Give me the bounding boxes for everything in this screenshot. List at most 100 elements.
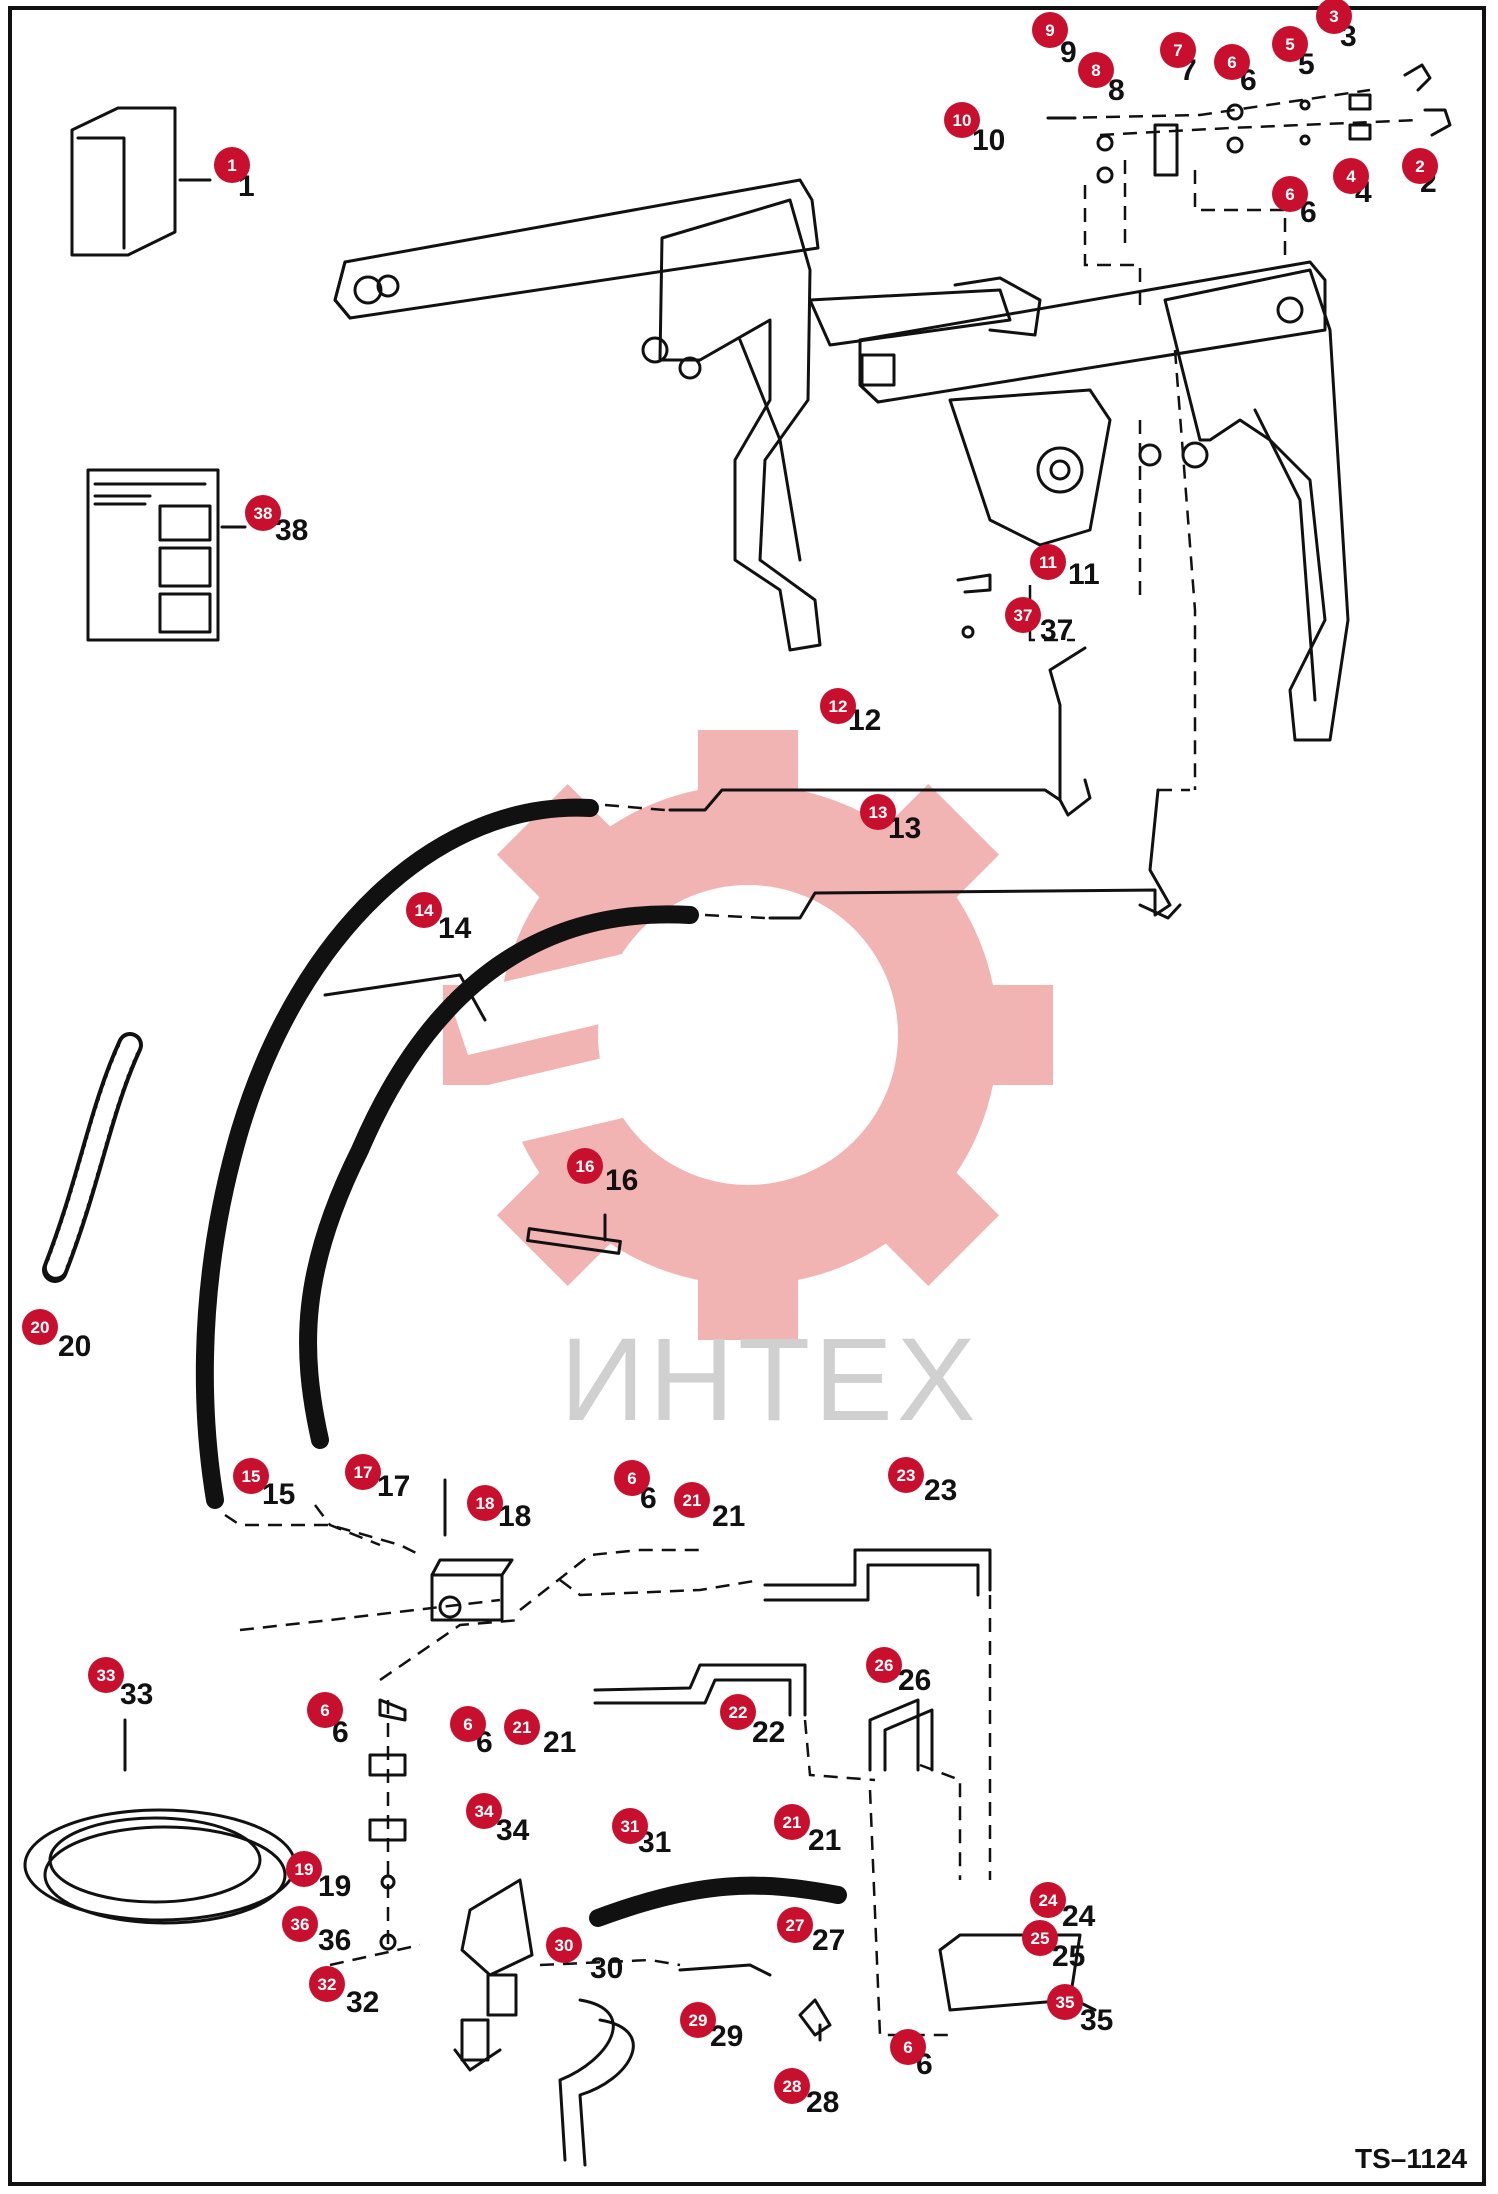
callout-badge-circle [888,1457,924,1493]
callout-4: 44 [1333,158,1372,209]
callout-badge-number: 15 [242,1467,261,1486]
drawing-frame [8,6,1486,2186]
callout-badge-number: 4 [1346,167,1356,186]
callout-badge-circle [866,1647,902,1683]
callout-badge-number: 10 [953,111,972,130]
callout-badge-number: 6 [627,1469,636,1488]
callout-badge-circle [1022,1920,1058,1956]
callout-badge-circle [1272,176,1308,212]
callout-badge-circle [1316,0,1352,34]
watermark-text: ИНТЕХ [560,1314,980,1446]
callout-badge-number: 13 [869,803,888,822]
callout-badge-number: 21 [513,1718,532,1737]
callout-badge-number: 32 [318,1975,337,1994]
part-number-label: 22 [752,1716,785,1749]
wrench-cut-1 [448,915,808,1055]
watermark-gear-logo: ИНТЕХ [443,730,1053,1446]
callout-badge-circle [467,1485,503,1521]
callout-21c: 21 21 [774,1804,841,1857]
callout-badge-circle [1032,12,1068,48]
part-number-label: 16 [605,1164,638,1197]
callout-badge-circle [720,1694,756,1730]
callout-6f: 66 [890,2029,933,2081]
part-number-label: 27 [812,1924,845,1957]
callout-badge-number: 16 [576,1157,595,1176]
callout-badge-number: 11 [1039,553,1057,572]
callout-5: 55 [1272,26,1315,81]
callout-badge-circle [1030,544,1066,580]
callout-1: 11 [214,147,255,203]
callout-badge-number: 17 [354,1463,373,1482]
callout-badge-circle [680,2002,716,2038]
callout-badge-number: 24 [1039,1891,1058,1910]
callout-badge-circle [1214,44,1250,80]
part-number-label: 21 [808,1824,841,1857]
callout-badge-number: 34 [475,1802,494,1821]
part-number-label: 30 [590,1952,623,1985]
callout-badge-circle [1005,597,1041,633]
callout-6a: 66 [1214,44,1257,97]
callout-badge-number: 38 [254,504,273,523]
callout-32: 32 32 [309,1966,379,2019]
part-number-label: 17 [377,1470,410,1503]
part-number-label: 35 [1080,2004,1113,2037]
part-number-label: 10 [972,124,1005,157]
steel-lines [604,646,1190,920]
callout-badge-circle [406,892,442,928]
callout-badge-number: 36 [291,1915,310,1934]
part-number-label: 21 [712,1500,745,1533]
callout-badge-number: 35 [1056,1993,1075,2012]
callout-badge-number: 5 [1285,35,1294,54]
part-number-label: 24 [1062,1900,1096,1933]
callout-badge-circle [233,1458,269,1494]
gear-tooth [496,1151,632,1287]
rear-fittings [956,349,1197,790]
part-number-label: 38 [275,514,308,547]
callout-badge-number: 30 [555,1936,574,1955]
callout-badge-number: 7 [1173,41,1182,60]
wrench-cut-2 [488,1005,848,1145]
callout-badge-number: 1 [227,156,236,175]
callout-badge-circle [890,2029,926,2065]
callout-badge-circle [88,1657,124,1693]
part-number-label: 29 [710,2020,743,2053]
callout-badge-number: 37 [1014,606,1033,625]
callout-badge-number: 20 [31,1318,50,1337]
callout-badge-circle [345,1454,381,1490]
part-number-label: 34 [496,1814,530,1847]
callout-badge-number: 31 [621,1817,640,1836]
callout-badge-circle [504,1709,540,1745]
gear-tooth [864,1151,1000,1287]
callout-badge-circle [1047,1984,1083,2020]
callout-badge-circle [282,1906,318,1942]
callout-badge-circle [22,1309,58,1345]
part-number-label: 32 [346,1986,379,2019]
callout-badge-circle [245,495,281,531]
callout-badge-circle [944,102,980,138]
part-14-hoses [195,798,699,1509]
callout-badge-circle [820,688,856,724]
callout-badge-circle [774,1804,810,1840]
part-number-label: 23 [924,1474,957,1507]
part-number-label: 26 [898,1664,931,1697]
callout-badge-circle [1272,26,1308,62]
callout-6d: 66 [307,1692,349,1749]
callout-badge-number: 21 [783,1813,802,1832]
